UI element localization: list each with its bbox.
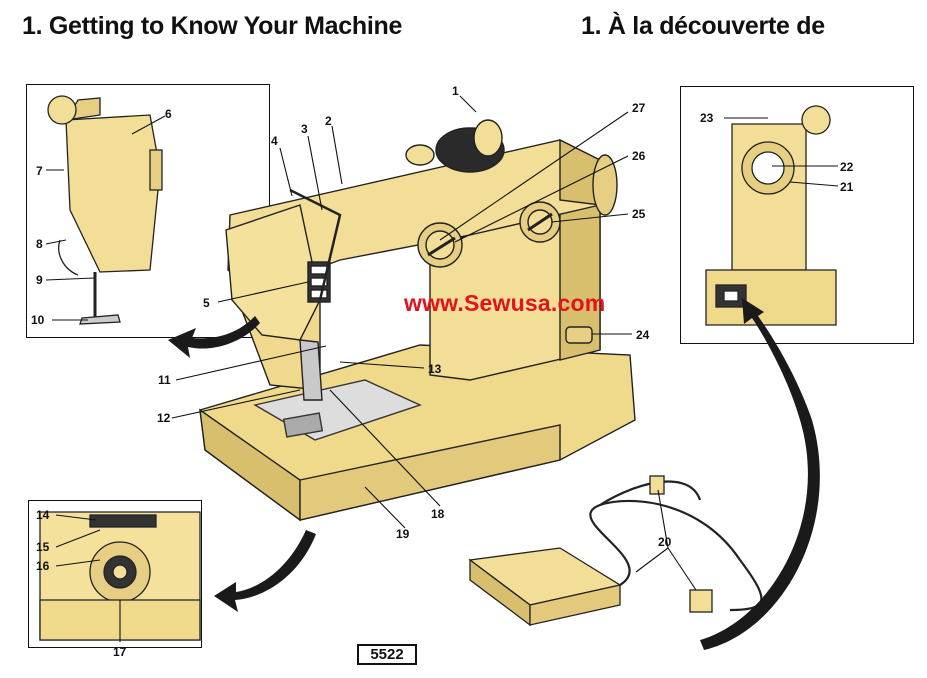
sewing-machine-main <box>199 119 636 522</box>
callout-10: 10 <box>31 313 45 327</box>
callout-1: 1 <box>452 84 459 98</box>
callout-6: 6 <box>165 107 172 121</box>
callout-7: 7 <box>36 164 43 178</box>
callout-15: 15 <box>36 540 50 554</box>
callout-16: 16 <box>36 559 50 573</box>
callout-3: 3 <box>301 122 308 136</box>
callout-27: 27 <box>632 101 646 115</box>
inset-bobbin-area <box>28 500 202 648</box>
arrow-to-rear-view <box>700 298 820 650</box>
page-heading-french: 1. À la découverte de <box>581 12 825 40</box>
rear-view-illustration <box>705 105 837 326</box>
callout-5: 5 <box>203 296 210 310</box>
foot-control-illustration <box>468 475 763 627</box>
inset-rear-view <box>680 86 914 344</box>
callout-12: 12 <box>157 411 171 425</box>
callout-25: 25 <box>632 207 646 221</box>
watermark-url: www.Sewusa.com <box>404 290 606 316</box>
pointer-arrows <box>168 298 820 650</box>
page-heading-english: 1. Getting to Know Your Machine <box>22 12 403 40</box>
arrow-to-bobbin-view <box>214 530 316 612</box>
callout-14: 14 <box>36 508 50 522</box>
callout-11: 11 <box>158 373 171 387</box>
arrow-to-side-view <box>168 316 260 358</box>
callout-8: 8 <box>36 237 43 251</box>
callout-26: 26 <box>632 149 646 163</box>
callout-20: 20 <box>658 535 672 549</box>
callout-numbers: 1 2 3 4 5 6 7 8 9 10 11 12 13 14 15 16 1… <box>31 84 854 659</box>
callout-22: 22 <box>840 160 854 174</box>
model-number-box: 5522 <box>357 644 417 665</box>
callout-23: 23 <box>700 111 714 125</box>
callout-24: 24 <box>636 328 650 342</box>
callout-18: 18 <box>431 507 445 521</box>
callout-19: 19 <box>396 527 410 541</box>
callout-21: 21 <box>840 180 854 194</box>
side-view-illustration <box>47 95 163 325</box>
callout-13: 13 <box>428 362 442 376</box>
callout-4: 4 <box>271 134 278 148</box>
callout-leaders <box>45 95 839 642</box>
callout-9: 9 <box>36 273 43 287</box>
callout-2: 2 <box>325 114 332 128</box>
callout-17: 17 <box>113 645 127 659</box>
